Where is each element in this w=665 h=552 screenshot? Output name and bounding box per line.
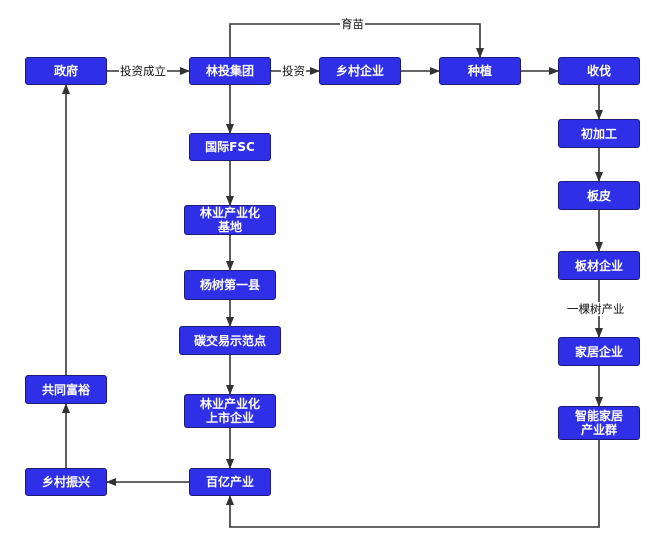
node-zhongzhi[interactable]: 种植 (439, 57, 521, 85)
edge-label-touzi-chengli: 投资成立 (119, 64, 167, 78)
node-baiyi[interactable]: 百亿产业 (189, 468, 271, 496)
node-chujiagong[interactable]: 初加工 (558, 119, 640, 148)
node-lintou[interactable]: 林投集团 (189, 57, 271, 85)
node-shangshi[interactable]: 林业产业化 上市企业 (184, 394, 276, 428)
node-xiangcun-qiye[interactable]: 乡村企业 (319, 57, 401, 85)
node-tanjiaoyi[interactable]: 碳交易示范点 (179, 326, 281, 355)
edge-label-yikeshu: 一棵树产业 (566, 302, 626, 316)
node-banpi[interactable]: 板皮 (558, 181, 640, 210)
node-chanyehua-jidi[interactable]: 林业产业化 基地 (184, 205, 276, 235)
node-xiangcun-zhenxing[interactable]: 乡村振兴 (25, 468, 107, 496)
node-yangshu[interactable]: 杨树第一县 (184, 270, 276, 300)
node-shoufa[interactable]: 收伐 (558, 57, 640, 85)
node-jiaju[interactable]: 家居企业 (558, 337, 640, 366)
edge-label-touzi: 投资 (281, 64, 306, 78)
node-zhengfu[interactable]: 政府 (25, 57, 107, 85)
node-bancai[interactable]: 板材企业 (558, 251, 640, 280)
node-zhineng-jiaju[interactable]: 智能家居 产业群 (558, 406, 640, 440)
node-gongtong-fuyu[interactable]: 共同富裕 (25, 375, 107, 404)
edge-zhineng-baiyi-loop (226, 440, 600, 528)
node-guoji-fsc[interactable]: 国际FSC (189, 133, 271, 161)
edge-label-yumiao: 育苗 (340, 17, 365, 31)
